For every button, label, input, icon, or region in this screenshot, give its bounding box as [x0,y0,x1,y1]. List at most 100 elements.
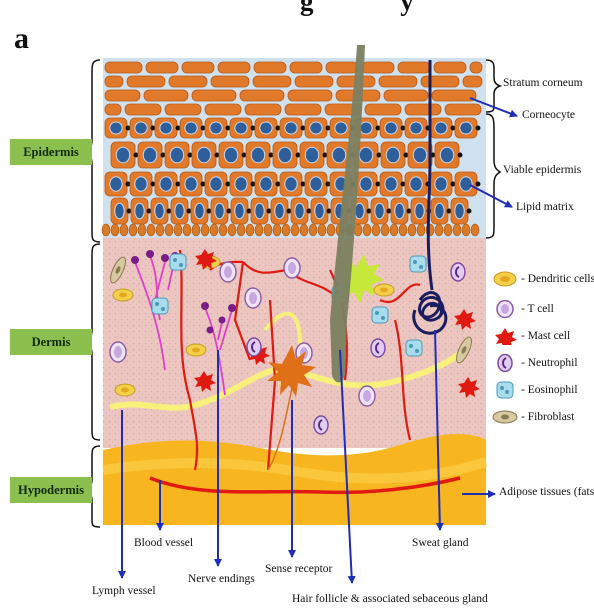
epidermal-cell [111,142,139,168]
epidermal-cell [219,142,247,168]
corneocyte-cell [285,104,321,115]
corneocyte-cell [165,104,201,115]
epidermal-cell [381,142,409,168]
epidermal-cell [192,142,220,168]
corneocyte-cell [398,62,430,73]
dermis-cell [245,288,261,308]
corneocyte-cell [105,62,142,73]
corneocyte-cell [295,76,333,87]
epidermal-cell [305,172,331,196]
corneocyte-cell [254,62,286,73]
corneocyte-cell [288,90,332,101]
epidermal-cell [280,172,306,196]
legend-label: - Dendritic cells [521,273,594,285]
dermis-cell [371,339,385,357]
corneocyte-cell [253,76,291,87]
legend-label: - Neutrophil [521,357,578,369]
epidermal-cell [180,118,206,138]
label-nerve-endings: Nerve endings [188,573,255,585]
fibroblast-icon [492,408,518,426]
dermis-cell [186,344,206,356]
epidermal-cell [255,118,281,138]
epidermal-cell [105,118,131,138]
epidermal-cell [455,172,481,196]
epidermal-cell [205,172,231,196]
epidermal-cell [280,118,306,138]
legend-item: - Neutrophil [492,352,578,374]
label-blood-vessel: Blood vessel [134,537,193,549]
epidermal-cell [155,118,181,138]
dermis-cell [314,416,328,434]
dermis-cell [451,263,465,281]
dermis-badge: Dermis [10,329,92,355]
legend-item: - Dendritic cells [492,268,594,290]
corneocyte-cell [432,90,476,101]
dendritic-cell-icon [492,270,518,288]
label-lipid-matrix: Lipid matrix [516,201,574,213]
epidermal-cell [138,142,166,168]
epidermal-cell [205,118,231,138]
label-corneocyte: Corneocyte [522,109,575,121]
dermis-cell [113,289,133,301]
dermis-cell [247,338,261,356]
legend-label: - Mast cell [521,330,570,342]
corneocyte-cell [470,62,482,73]
corneocyte-cell [192,90,236,101]
epidermal-cell [380,118,406,138]
epidermal-cell [165,142,193,168]
label-adipose: Adipose tissues (fats) [499,486,594,498]
dermis-cell [410,256,426,272]
epidermal-cell [180,172,206,196]
corneocyte-cell [445,104,481,115]
corneocyte-cell [127,76,165,87]
epidermal-cell [380,172,406,196]
corneocyte-cell [326,62,358,73]
dermis-cell [220,262,236,282]
corneocyte-cell [245,104,281,115]
epidermal-cell [300,142,328,168]
corneocyte-cell [384,90,428,101]
epidermal-cell [430,172,456,196]
epidermal-cell [130,118,156,138]
corneocyte-cell [125,104,161,115]
dermis-cell [115,384,135,396]
corneocyte-cell [362,62,394,73]
legend-item: - Mast cell [492,325,570,347]
corneocyte-cell [105,104,121,115]
label-viable-epidermis: Viable epidermis [503,164,581,176]
epidermal-cell [130,172,156,196]
neutrophil-icon [492,354,518,372]
dermis-cell [170,254,186,270]
epidermal-cell [305,118,331,138]
legend-item: - Fibroblast [492,406,574,428]
dermis-cell [406,340,422,356]
dermis-cell [359,386,375,406]
corneocyte-cell [182,62,214,73]
epidermal-cell [155,172,181,196]
epidermal-cell [355,172,381,196]
legend-label: - Fibroblast [521,411,574,423]
corneocyte-cell [205,104,241,115]
corneocyte-cell [379,76,417,87]
corneocyte-cell [421,76,459,87]
legend-label: - T cell [521,303,554,315]
corneocyte-cell [169,76,207,87]
dermis-cell [284,258,300,278]
t-cell-icon [492,300,518,318]
corneocyte-cell [290,62,322,73]
legend-item: - Eosinophil [492,379,578,401]
hypodermis-badge: Hypodermis [10,477,92,503]
epidermal-cell [273,142,301,168]
label-lymph-vessel: Lymph vessel [92,585,156,597]
corneocyte-cell [211,76,249,87]
epidermal-cell [246,142,274,168]
epidermal-cell [405,172,431,196]
epidermal-cell [105,172,131,196]
corneocyte-cell [218,62,250,73]
epidermal-cell [255,172,281,196]
corneocyte-cell [105,76,123,87]
corneocyte-cell [105,90,140,101]
mast-cell-icon [492,327,518,345]
epidermis-badge: Epidermis [10,139,92,165]
corneocyte-cell [463,76,482,87]
